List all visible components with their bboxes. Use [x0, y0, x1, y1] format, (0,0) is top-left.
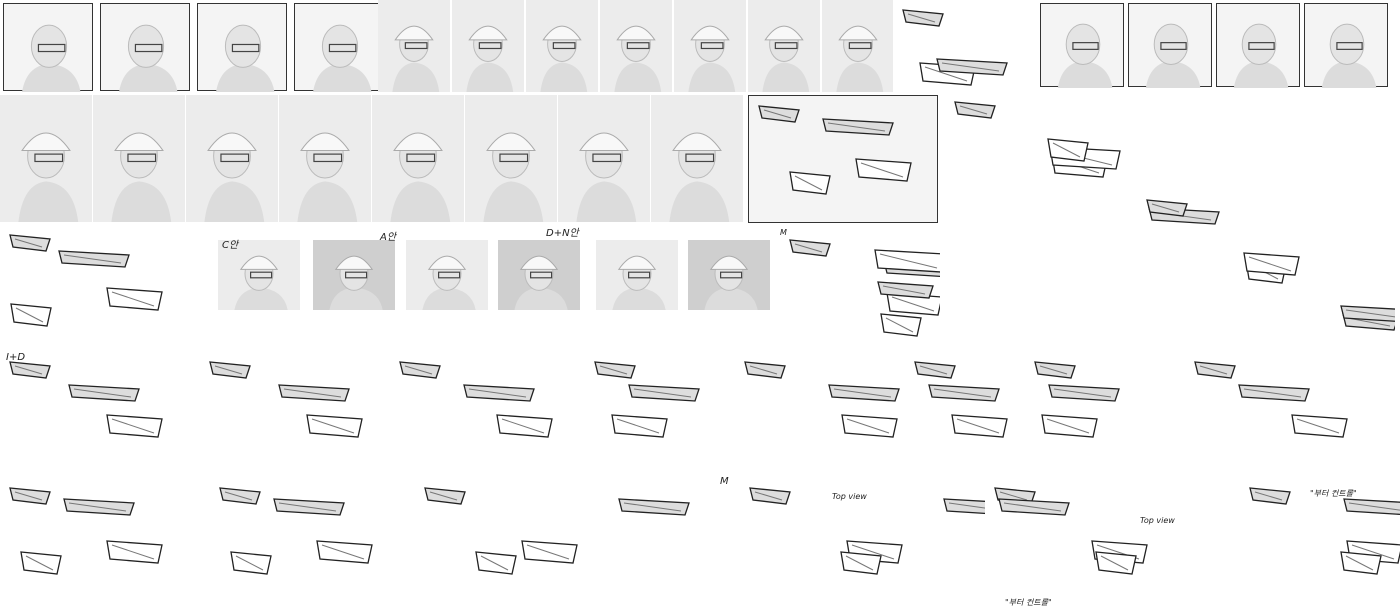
helmet-photo	[93, 95, 185, 222]
label-top-view-1: Top view	[832, 492, 867, 501]
helmet-photo	[186, 95, 278, 222]
storyboard-sheet	[1304, 3, 1388, 88]
helmet-photo	[498, 240, 580, 310]
sketch-sheet	[390, 352, 580, 470]
helmet-photo	[651, 95, 743, 222]
label-m-large: M	[720, 476, 729, 487]
sketch-sheet	[415, 478, 715, 608]
sketch-sheet	[200, 352, 385, 470]
sketch-sheet	[893, 0, 1033, 92]
label-i-d: I+D	[6, 352, 26, 363]
sketch-sheet	[0, 478, 200, 608]
helmet-photo	[465, 95, 557, 222]
helmet-photo	[406, 240, 488, 310]
helmet-photo	[600, 0, 672, 92]
label-dn-option: D+N안	[546, 228, 579, 239]
helmet-photo	[674, 0, 746, 92]
helmet-photo	[748, 0, 820, 92]
sketch-sheet	[740, 478, 1000, 608]
label-note-bottom: "부터 컨트롤"	[1005, 598, 1052, 607]
storyboard-sheet	[1216, 3, 1300, 88]
storyboard-sheet	[100, 3, 190, 92]
sketch-sheet	[1185, 352, 1395, 470]
storyboard-sheet	[1128, 3, 1212, 88]
helmet-photo	[378, 0, 450, 92]
sketch-sheet	[735, 352, 905, 470]
label-c-option: C안	[222, 240, 239, 251]
sketch-sheet	[945, 92, 1395, 347]
helmet-photo	[0, 95, 92, 222]
sketch-sheet	[780, 230, 940, 350]
sketch-sheet	[585, 352, 725, 470]
helmet-photo	[526, 0, 598, 92]
helmet-photo	[558, 95, 650, 222]
storyboard-sheet	[3, 3, 93, 92]
sketch-sheet	[905, 352, 1025, 470]
helmet-photo	[452, 0, 524, 92]
helmet-photo	[218, 240, 300, 310]
helmet-photo	[279, 95, 371, 222]
sketch-sheet	[1240, 478, 1400, 608]
sketch-sheet	[1025, 352, 1175, 470]
helmet-photo	[596, 240, 678, 310]
storyboard-sheet	[294, 3, 384, 92]
helmet-photo	[313, 240, 395, 310]
label-a-option: A안	[380, 232, 397, 243]
sketch-sheet	[210, 478, 410, 608]
sketch-sheet	[0, 352, 195, 470]
storyboard-sheet	[197, 3, 287, 92]
helmet-photo	[688, 240, 770, 310]
helmet-photo	[372, 95, 464, 222]
label-note-right: "부터 컨트롤"	[1310, 489, 1357, 498]
label-m-small: M	[780, 228, 787, 237]
helmet-photo	[822, 0, 894, 92]
storyboard-sheet	[1040, 3, 1124, 88]
storyboard-sheet	[748, 95, 938, 223]
sketch-sheet	[985, 478, 1235, 608]
sketch-sheet	[0, 225, 205, 350]
label-top-view-2: Top view	[1140, 516, 1175, 525]
